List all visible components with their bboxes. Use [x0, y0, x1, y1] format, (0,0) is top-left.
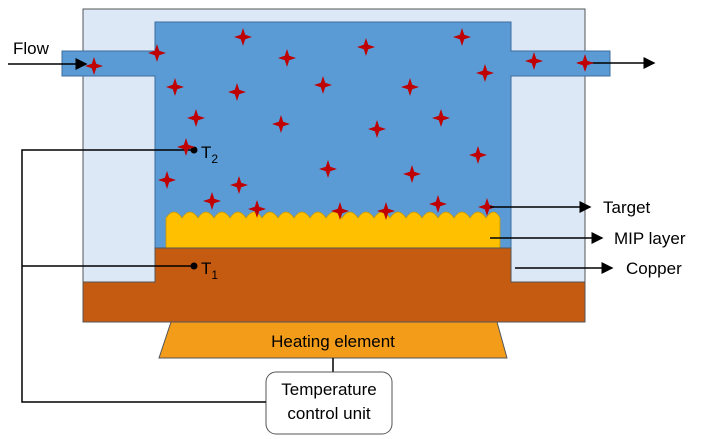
flow-label: Flow — [13, 39, 50, 58]
target-particle-icon — [228, 83, 246, 101]
sensor-t2-label: T2 — [201, 143, 218, 166]
target-particle-icon — [319, 160, 337, 178]
mip-layer-label: MIP layer — [614, 229, 686, 248]
target-particle-icon — [429, 195, 447, 213]
fluid-chamber — [61, 21, 611, 249]
heating-element-label: Heating element — [271, 332, 395, 351]
control-unit-label-line1: Temperature — [281, 380, 376, 399]
target-particle-icon — [85, 57, 103, 75]
temperature-control-unit — [265, 371, 393, 435]
target-particle-icon — [278, 49, 296, 67]
target-particle-icon — [377, 202, 395, 220]
target-particle-icon — [272, 115, 290, 133]
sensor-t2-label-sub: 2 — [211, 152, 218, 166]
target-particle-icon — [331, 202, 349, 220]
target-particle-icon — [478, 198, 496, 216]
heating-element — [158, 321, 508, 359]
target-particle-icon — [177, 138, 195, 156]
sensor-t2-dot — [190, 146, 198, 154]
target-particle-icon — [203, 192, 221, 210]
copper-block — [82, 247, 586, 323]
target-particle-icon — [248, 200, 266, 218]
target-particle-icon — [166, 78, 184, 96]
target-particle-icon — [230, 176, 248, 194]
target-particle-icon — [432, 109, 450, 127]
target-particle-icon — [368, 120, 386, 138]
target-particle-icon — [401, 78, 419, 96]
target-particle-icon — [453, 28, 471, 46]
control-unit-label-line2: control unit — [287, 404, 370, 423]
sensor-t1-dot — [190, 262, 198, 270]
target-particle-icon — [158, 171, 176, 189]
target-particle-icon — [476, 64, 494, 82]
target-particle-icon — [357, 38, 375, 56]
target-particle-icon — [576, 54, 594, 72]
target-particle-icon — [234, 28, 252, 46]
target-particles — [85, 28, 594, 220]
sensor-t1-label-main: T — [201, 259, 211, 278]
mip-layer — [165, 211, 501, 251]
target-particle-icon — [469, 146, 487, 164]
target-particle-icon — [187, 109, 205, 127]
target-particle-icon — [525, 52, 543, 70]
sensor-t1-label-sub: 1 — [211, 268, 218, 282]
target-particle-icon — [314, 76, 332, 94]
copper-label: Copper — [626, 259, 682, 278]
sensor-t1-label: T1 — [201, 259, 218, 282]
sensor-t2-label-main: T — [201, 143, 211, 162]
target-particle-icon — [403, 165, 421, 183]
target-particle-icon — [148, 44, 166, 62]
sensor-t2-wire — [21, 149, 266, 403]
target-label: Target — [603, 198, 651, 217]
